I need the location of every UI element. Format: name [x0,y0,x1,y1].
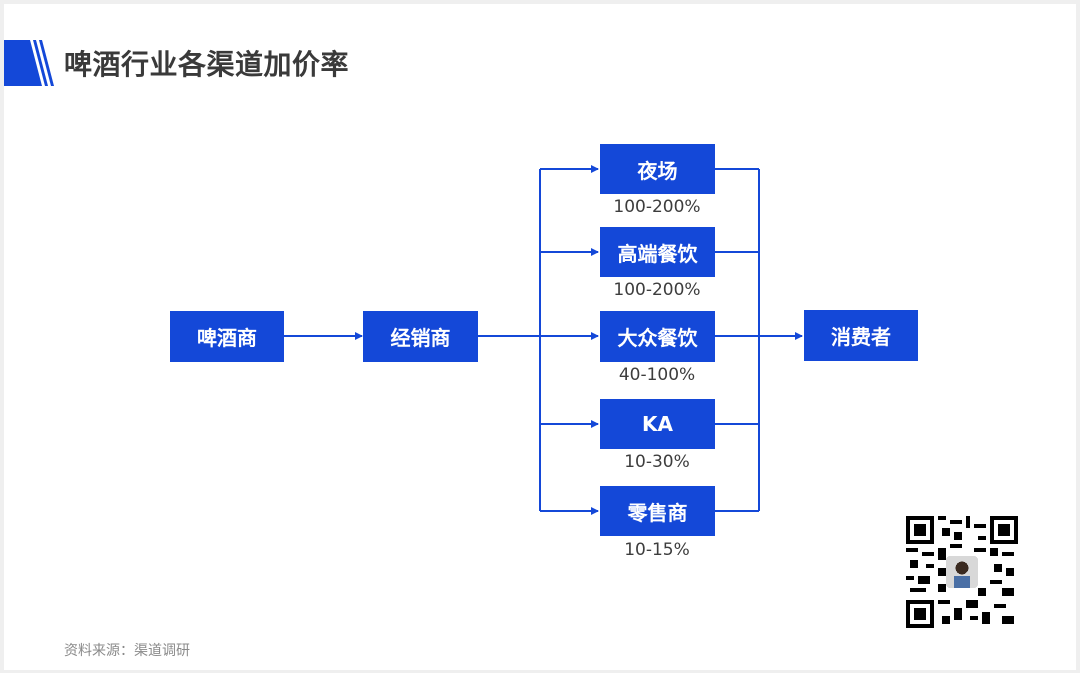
channel-node-retailer: 零售商 [600,486,715,536]
channel-rate-nightclub: 100-200% [613,197,701,217]
title-stripes-icon [4,40,54,86]
channel-node-ka: KA [600,399,715,449]
source-note: 资料来源：渠道调研 [64,643,190,659]
channel-rate-mass-dining: 40-100% [618,365,696,385]
page-title: 啤酒行业各渠道加价率 [64,48,350,81]
channel-rate-retailer: 10-15% [624,540,690,560]
channel-rate-high-end-dining: 100-200% [613,280,701,300]
node-consumer: 消费者 [804,310,918,361]
node-distributor: 经销商 [363,311,478,362]
channel-node-mass-dining: 大众餐饮 [600,311,715,362]
channel-node-nightclub: 夜场 [600,144,715,194]
channel-rate-ka: 10-30% [624,452,690,472]
node-brewer: 啤酒商 [170,311,284,362]
qr-code-icon [906,516,1018,628]
channel-node-high-end-dining: 高端餐饮 [600,227,715,277]
